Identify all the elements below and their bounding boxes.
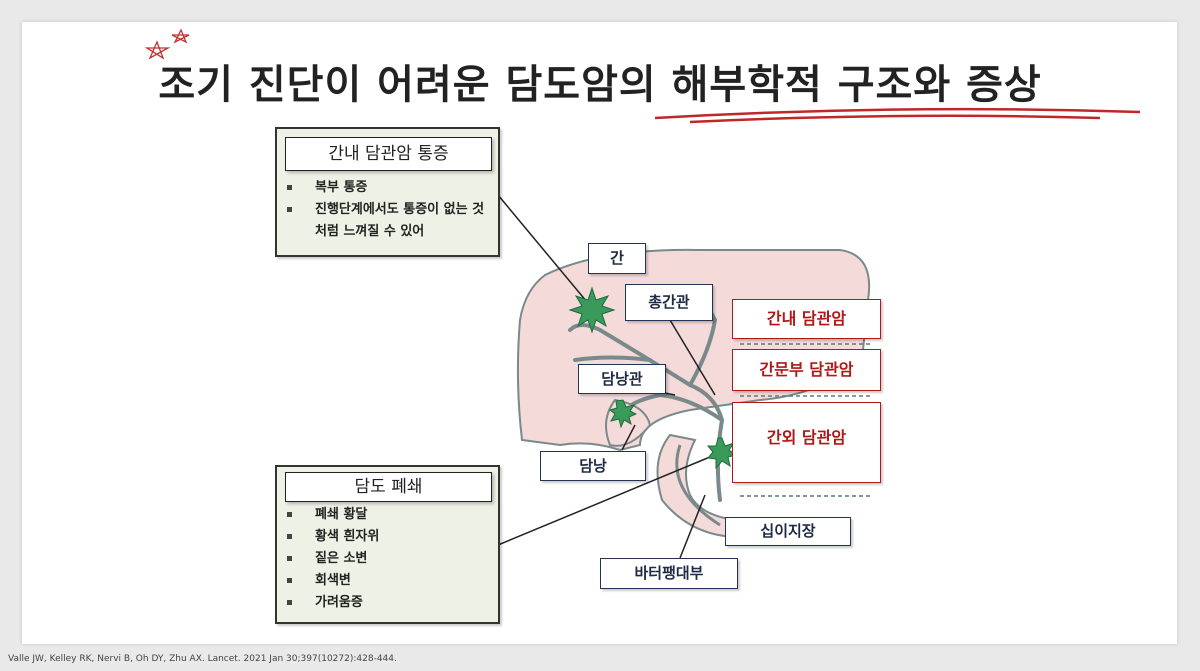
label-cystic-duct: 담낭관 [578,364,666,394]
label-gallbladder: 담낭 [540,451,646,481]
symptom-item: 짙은 소변 [287,548,487,570]
symptom-item: 진행단계에서도 통증이 없는 것처럼 느껴질 수 있어 [287,199,487,243]
label-perihilar-cholangiocarcinoma: 간문부 담관암 [732,349,881,391]
symptom-box-heading: 담도 폐쇄 [285,472,492,502]
symptom-box-heading: 간내 담관암 통증 [285,137,492,171]
symptom-item: 폐쇄 황달 [287,504,487,526]
symptom-item: 가려움증 [287,592,487,614]
symptom-box-intrahepatic-pain: 간내 담관암 통증 복부 통증 진행단계에서도 통증이 없는 것처럼 느껴질 수… [275,127,500,257]
label-common-hepatic-duct: 총간관 [625,284,713,321]
label-intrahepatic-cholangiocarcinoma: 간내 담관암 [732,299,881,339]
tumor-icon [568,286,738,470]
page-title: 조기 진단이 어려운 담도암의 해부학적 구조와 증상 [158,62,1042,108]
symptom-item: 회색변 [287,570,487,592]
symptom-box-bile-obstruction: 담도 폐쇄 폐쇄 황달 황색 흰자위 짙은 소변 회색변 가려움증 [275,465,500,624]
symptom-item: 복부 통증 [287,177,487,199]
symptom-item: 황색 흰자위 [287,526,487,548]
label-duodenum: 십이지장 [725,517,851,546]
citation: Valle JW, Kelley RK, Nervi B, Oh DY, Zhu… [8,654,397,664]
label-liver: 간 [588,243,646,274]
label-extrahepatic-cholangiocarcinoma: 간외 담관암 [732,402,881,483]
star-doodle-icon [144,28,190,60]
label-ampulla-of-vater: 바터팽대부 [600,558,738,589]
title-underline [654,107,1141,124]
